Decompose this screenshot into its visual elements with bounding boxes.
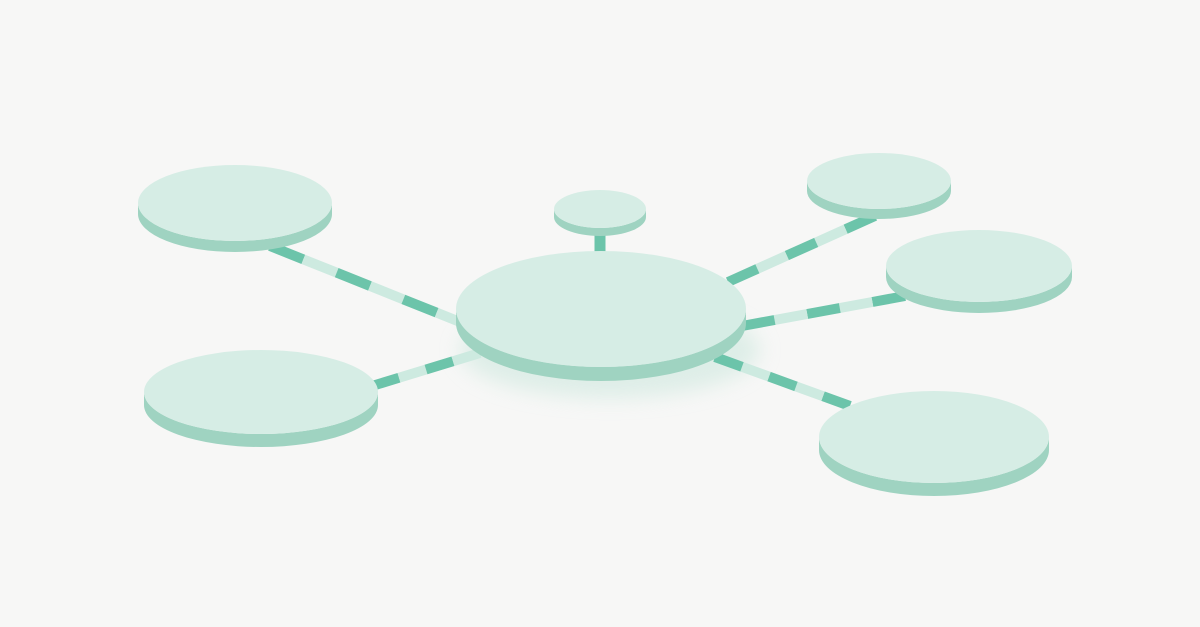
connector-segment [368,281,406,304]
node-disc-upper-right [807,153,951,219]
connector-lower-left [370,348,482,391]
node-disc-lower-left [144,350,378,447]
connector-segment [334,268,372,291]
discs [138,153,1072,496]
connector-segment [451,348,482,367]
connector-segment [713,352,744,372]
disc-top [819,391,1049,483]
node-disc-lower-right [819,391,1049,496]
connector-segment [784,237,819,261]
node-disc-upper-left [138,165,332,252]
connector-segment [755,251,789,274]
disc-side [807,181,951,219]
node-disc-top-small [554,190,646,236]
connector-middle-right [741,291,906,331]
connector-segment [725,264,760,287]
connector-segment [794,381,825,401]
connector-segment [773,309,809,325]
connector-segment [424,356,455,375]
disc-side [819,437,1049,496]
disc-top [554,190,646,228]
connector-segment [767,371,798,392]
connector-segment [741,315,776,331]
disc-top [807,153,951,209]
disc-side [138,203,332,252]
connector-segment [806,303,841,319]
connectors [268,211,906,411]
disc-side [456,309,746,381]
connector-segment [871,291,906,307]
connector-segment [370,372,401,391]
connector-upper-right [725,211,878,287]
connector-segment [301,254,339,278]
disc-side [144,392,378,447]
disc-side [886,266,1072,313]
disc-side [554,209,646,236]
connector-lower-right [713,352,852,411]
node-disc-middle-right [886,230,1072,313]
connector-segment [838,297,874,313]
connector-segment [401,294,439,318]
disc-top [456,251,746,367]
connector-segment [397,364,428,383]
connector-upper-left [268,241,472,331]
disc-top [144,350,378,434]
connector-segment [821,391,852,411]
connector-segment [814,224,848,247]
connector-segment [740,362,771,382]
disc-top [138,165,332,241]
hub-disc [456,251,746,381]
disc-top [886,230,1072,302]
